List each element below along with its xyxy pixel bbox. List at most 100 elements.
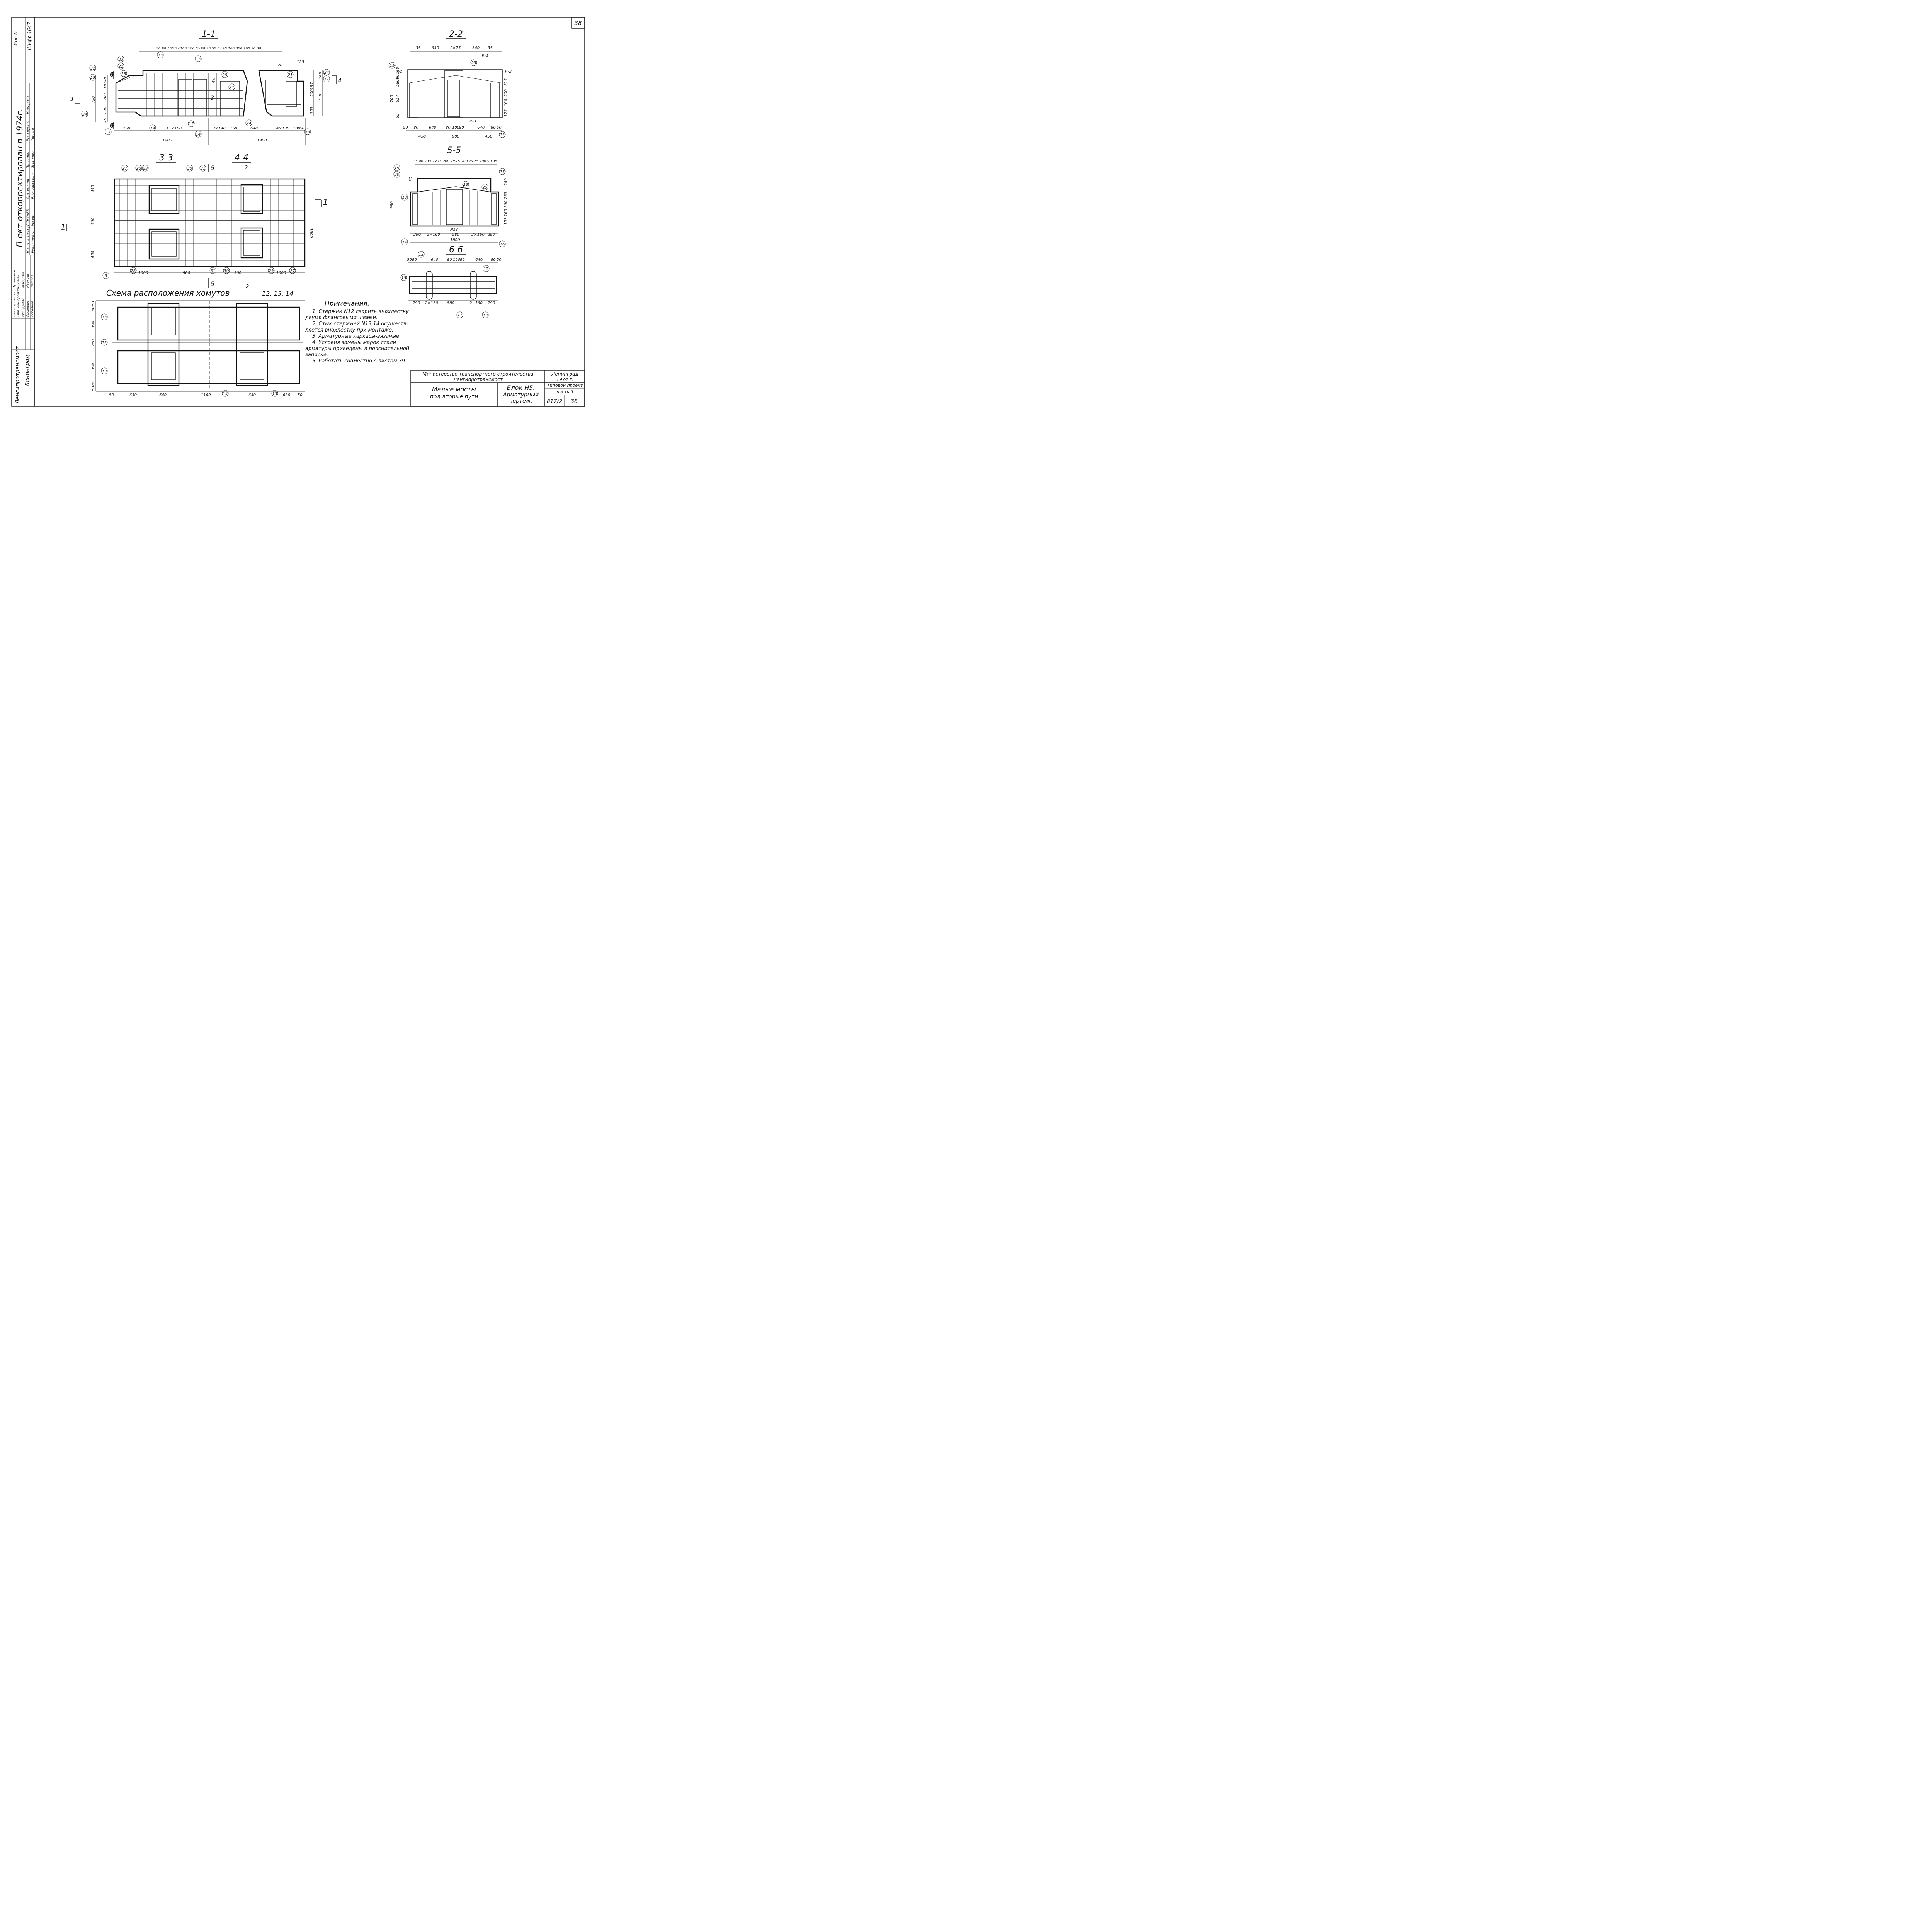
s22-dim-b5: 100 [452, 126, 459, 130]
callout-19-s55: 19 [395, 166, 400, 170]
callout-13-schema-b: 13 [102, 369, 107, 374]
callout-13-s55: 13 [402, 196, 407, 200]
s22-label-k3: К-3 [469, 119, 476, 124]
side-stamp: Инв.N Шифр 1647 П-ект откорректирован в … [11, 17, 35, 407]
section-4-4-title: 4-4 [235, 153, 248, 163]
cipher-label: Шифр 1647 [27, 22, 32, 50]
callout-28-bot: 28 [131, 269, 136, 273]
s66-dim-b3: 580 [447, 301, 454, 305]
s55-dim-b3: 580 [452, 233, 459, 237]
tb-code: 817/2 [547, 398, 562, 405]
cut-mark-2-top: 2 [245, 165, 248, 171]
callout-13-a: 13 [158, 53, 163, 58]
s22-dim-r3: 160 [504, 99, 508, 106]
schema-dim-b5: 640 [248, 393, 256, 397]
s22-dim-r4: 175 [504, 109, 508, 117]
s11-dim-b3: 3×140 [213, 126, 226, 131]
inv-label: Инв.N [13, 31, 19, 46]
left-list-name-1: Артамонов [13, 270, 16, 288]
s11-dim-b5: 640 [250, 126, 258, 131]
schema-dim-l6: 50 [91, 386, 95, 391]
note-line-2: двумя фланговыми швами. [305, 315, 378, 321]
cut-mark-3-left: 3 [70, 95, 73, 103]
tb-part: часть II [557, 389, 573, 395]
callout-13-s66-bot: 13 [483, 313, 488, 318]
side-stamp-city: Ленинград [24, 355, 31, 387]
tb-org: Ленгипротрансмост [453, 377, 503, 382]
schema-dim-b1: 50 [109, 393, 114, 397]
s22-dim-r2: 200 [504, 89, 508, 97]
side-stamp-frame [11, 17, 35, 407]
s22-dim-t3: 2×75 [450, 46, 461, 50]
callout-13-s66-top: 13 [419, 253, 424, 257]
s11-dim-r5: 750 [318, 94, 323, 101]
callout-23-s22: 23 [471, 61, 476, 65]
s11-dim-b6: 4×130 [276, 126, 289, 131]
s55-dim-r3: 200 [504, 201, 508, 208]
s55-dim-r1: 240 [504, 178, 508, 185]
plan-outline [114, 178, 306, 267]
callout-25-mid: 25 [223, 73, 228, 77]
title-block: Министерство транспортного строительства… [410, 370, 585, 407]
callout-24-l: 24 [82, 112, 87, 117]
schema-dim-l5: 640 [91, 362, 95, 369]
stamp-checker-name-1: Артамонов [26, 179, 30, 199]
cut-mark-4-mid: 4 [212, 78, 215, 84]
s55-dim-r4: 160 [504, 209, 508, 216]
s66-dim-b5: 290 [488, 301, 495, 305]
s11-dim-r1: 240 [318, 72, 323, 79]
callout-17-m: 17 [189, 122, 194, 126]
s11-dim-r2: 200 [310, 89, 314, 97]
schema-dim-b6: 630 [283, 393, 290, 397]
stamp-checker-3: Сверил [31, 128, 35, 141]
s22-label-k1: К-1 [482, 54, 488, 58]
stamp-checker-2: Исполнил [31, 150, 35, 168]
stamp-checker-name-3: Комарова [26, 96, 30, 114]
notes-block: Примечания. 1. Стержни N12 сварить внахл… [305, 300, 409, 364]
note-line-4: ляется внахлестку при монтаже. [305, 327, 393, 333]
callout-30-bot: 30 [224, 269, 229, 273]
plan-dim-b3: 900 [234, 271, 242, 275]
plan-dim-l2: 900 [91, 218, 95, 225]
note-line-9: 5. Работать совместно с листом 39 [312, 358, 405, 364]
plan-dim-b1: 1000 [138, 271, 148, 275]
section-1-1: 1-1 30 90 160 3×100 160 6×90 50 50 6×90 … [70, 29, 342, 145]
s66-dim-t5: 100 [453, 258, 460, 262]
callout-13-schema-c: 13 [272, 392, 277, 396]
section-6-6: 6-6 50 80 640 80 100 80 640 80 50 290 2×… [400, 245, 502, 318]
sheet-number-box [571, 17, 585, 29]
callout-17-r: 17 [324, 77, 329, 82]
s11-top-dims: 30 90 160 3×100 160 6×90 50 50 6×90 160 … [156, 47, 261, 51]
tb-ministry: Министерство транспортного строительства [423, 371, 534, 377]
callout-25-left: 25 [90, 76, 95, 80]
s66-outline [409, 276, 497, 294]
s66-dim-b1: 290 [413, 301, 420, 305]
stamp-role-1: Нач.отд.тип.пр [26, 225, 30, 253]
left-list-role-5: Исполнил [31, 301, 34, 317]
s66-dim-t4: 80 [447, 258, 452, 262]
cut-mark-6-bottom: 6 [110, 122, 114, 129]
s11-left-half-outline [115, 70, 248, 117]
callout-15-s66: 15 [401, 276, 406, 280]
left-list-name-2: Шухман [17, 275, 20, 288]
note-line-7: арматуры приведены в пояснительной [305, 346, 409, 352]
callout-16-s55: 16 [500, 242, 505, 247]
schema-dim-b2: 630 [129, 393, 137, 397]
callout-20-s55: 20 [395, 173, 400, 177]
tb-object-line-1: Малые мосты [432, 386, 476, 393]
note-line-5: 3. Арматурные каркасы-вязаные [312, 333, 399, 339]
schema-dim-l4: 260 [91, 339, 95, 347]
callout-25-s55: 25 [483, 185, 488, 190]
callout-26: 26 [463, 183, 468, 187]
callout-15-s55: 15 [500, 170, 505, 174]
s22-dim-l7: 55 [396, 113, 400, 118]
stamp-checker-name-2: Брусиловская [31, 173, 35, 199]
s22-dim-l3: 150 [396, 67, 400, 74]
sheet-number: 38 [574, 20, 582, 27]
s22-label-k2-right: К-2 [505, 70, 512, 74]
s11-dim-l4: 45 [103, 118, 107, 123]
s11-callouts: 23 22 32 25 18 13 13 25 12 21 24 17 24 1… [81, 51, 330, 138]
s11-dim-r7: 20 [277, 63, 282, 68]
section-5-5-title: 5-5 [447, 146, 461, 155]
s22-dim-l4: 90 [396, 74, 400, 79]
